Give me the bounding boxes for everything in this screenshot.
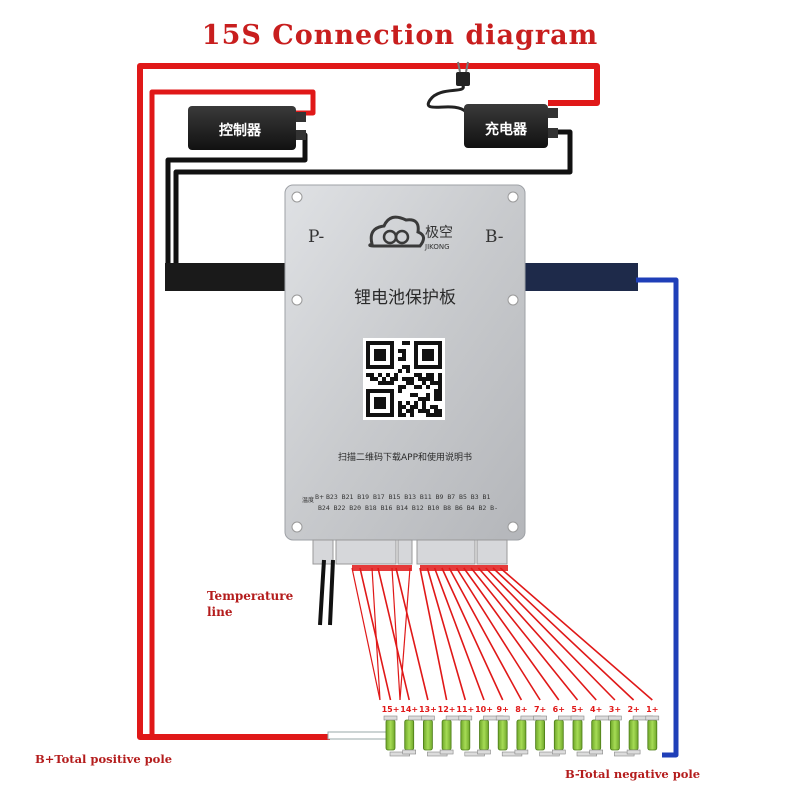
cell-label: 1+: [646, 705, 658, 714]
controller-black-wire: [165, 132, 308, 272]
plug-icon: [456, 72, 470, 86]
charger-ac-cord: [426, 83, 468, 114]
cell-label: 7+: [534, 705, 546, 714]
diagram-title: 15S Connection diagram: [201, 20, 599, 51]
balance-wire: [377, 567, 410, 701]
positive-wire-thin: [148, 93, 330, 732]
cell-label: 6+: [553, 705, 565, 714]
balance-wire: [485, 567, 616, 701]
balance-wire: [391, 567, 401, 701]
balance-wire: [455, 567, 541, 701]
balance-wire: [399, 567, 411, 701]
pin-row-top: B23 B21 B19 B17 B15 B13 B11 B9 B7 B5 B3 …: [326, 493, 490, 501]
battery-cell: [495, 715, 523, 757]
battery-cell: [383, 715, 411, 757]
temperature-line: [318, 559, 335, 626]
port-p-label: P-: [308, 227, 325, 247]
scan-instruction: 扫描二维码下载APP和使用说明书: [338, 451, 472, 463]
positive-wire-main: [137, 63, 600, 740]
cell-label: 4+: [590, 705, 602, 714]
balance-wire: [426, 567, 467, 701]
battery-cell: [551, 715, 579, 755]
balance-wire: [492, 567, 635, 701]
battery-cell: [626, 715, 654, 755]
charger-box: [464, 104, 558, 148]
cell-label: 5+: [571, 705, 583, 714]
cell-label: 9+: [497, 705, 509, 714]
charger-label: 充电器: [485, 121, 528, 138]
cell-label: 8+: [515, 705, 527, 714]
battery-cell: [608, 715, 635, 757]
battery-cell: [421, 715, 448, 757]
cell-label: 12+: [438, 705, 456, 714]
balance-wire: [395, 567, 429, 701]
cloud-logo-icon: [368, 215, 425, 248]
pin-row-bottom: B24 B22 B20 B18 B16 B14 B12 B10 B8 B6 B4…: [318, 504, 498, 512]
cell-label: 15+: [382, 705, 400, 714]
temp-side-label: 温度: [302, 496, 314, 504]
battery-cell: [589, 715, 616, 755]
balance-wires: [351, 565, 653, 701]
brand-en: JIKONG: [424, 243, 450, 251]
controller-label: 控制器: [219, 122, 262, 139]
controller-red-wire: [149, 89, 316, 735]
battery-cell: [477, 715, 504, 755]
negative-wire: [636, 277, 679, 758]
b-negative-label: B-Total negative pole: [565, 767, 701, 781]
product-name: 锂电池保护板: [354, 288, 456, 308]
cell-label: 13+: [419, 705, 437, 714]
balance-wire: [463, 567, 560, 701]
qr-code-icon: [363, 338, 445, 420]
balance-wire: [419, 567, 448, 701]
charger-black-wire: [173, 129, 573, 272]
balance-wire: [371, 567, 381, 701]
balance-wire: [359, 567, 392, 701]
b-positive-label: B+Total positive pole: [35, 752, 173, 766]
battery-cell: [645, 715, 660, 751]
b-minus-cable: [520, 263, 638, 291]
balance-wire: [470, 567, 579, 701]
brand-cn: 极空: [425, 225, 453, 241]
controller-box: [188, 106, 306, 150]
battery-cell: [570, 715, 598, 757]
connector-block: [312, 539, 508, 565]
temperature-line-label: Temperature line: [207, 589, 294, 619]
balance-wire: [441, 567, 504, 701]
cell-label: 10+: [475, 705, 493, 714]
cell-label: 11+: [456, 705, 474, 714]
balance-wire: [448, 567, 523, 701]
cell-label: 14+: [400, 705, 418, 714]
battery-cells: 15+14+13+12+11+10+ 9+ 8+ 7+ 6+ 5+ 4+ 3+ 2+ 1+: [327, 705, 660, 757]
balance-wire: [351, 567, 381, 701]
balance-wire: [433, 567, 485, 701]
balance-wire: [499, 567, 653, 701]
p-minus-cable: [165, 263, 295, 291]
battery-cell: [402, 715, 429, 755]
balance-wire: [477, 567, 597, 701]
port-b-label: B-: [485, 227, 504, 247]
battery-cell: [458, 715, 485, 757]
pin-row1-prefix: B+: [315, 494, 324, 501]
battery-cell: [514, 715, 541, 755]
cell-label: 3+: [609, 705, 621, 714]
cell-label: 2+: [627, 705, 639, 714]
battery-cell: [533, 715, 560, 757]
